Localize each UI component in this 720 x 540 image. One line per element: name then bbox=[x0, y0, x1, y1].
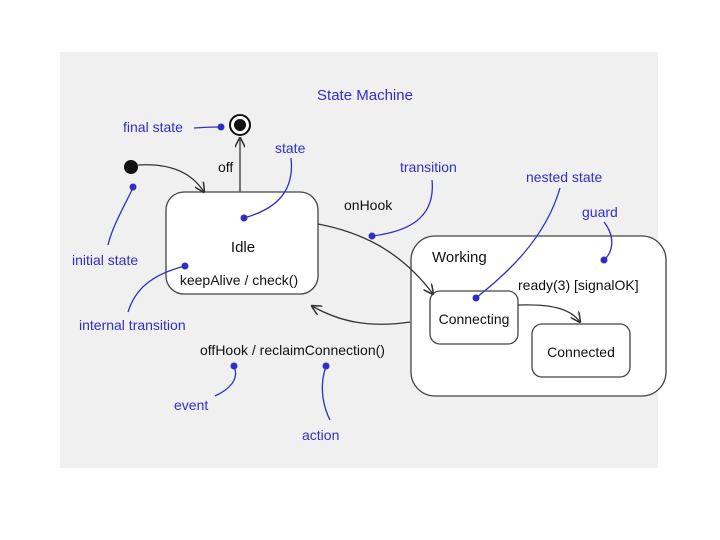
offhook-transition-label: offHook / reclaimConnection() bbox=[200, 342, 385, 358]
annotation-final-state: final state bbox=[123, 119, 183, 135]
annotation-dots bbox=[129, 123, 608, 370]
diagram-title: State Machine bbox=[317, 87, 413, 104]
ready-transition-label: ready(3) [signalOK] bbox=[518, 277, 639, 293]
connecting-state-box bbox=[429, 290, 519, 345]
connected-state-label: Connected bbox=[547, 344, 615, 360]
onhook-transition-arrow bbox=[317, 223, 433, 294]
idle-state-box bbox=[165, 191, 319, 295]
annotation-internal-transition: internal transition bbox=[79, 317, 186, 333]
onhook-transition-label: onHook bbox=[344, 197, 393, 213]
idle-state-label: Idle bbox=[231, 239, 255, 256]
annotation-state: state bbox=[275, 140, 306, 156]
annotation-guard: guard bbox=[582, 204, 618, 220]
annotation-initial-state: initial state bbox=[72, 252, 138, 268]
connecting-state-label: Connecting bbox=[439, 311, 510, 327]
offhook-transition-arrow bbox=[312, 306, 411, 325]
ready-transition-arrow bbox=[517, 304, 580, 322]
annotation-event: event bbox=[174, 397, 208, 413]
final-state-node bbox=[229, 114, 251, 136]
off-transition-label: off bbox=[218, 159, 233, 175]
idle-internal-transition: keepAlive / check() bbox=[180, 272, 298, 288]
annotation-action: action bbox=[302, 427, 339, 443]
annotation-transition: transition bbox=[400, 159, 457, 175]
initial-state-node bbox=[124, 160, 138, 174]
working-state-label: Working bbox=[432, 249, 487, 266]
annotation-nested-state: nested state bbox=[526, 169, 602, 185]
initial-transition-arrow bbox=[137, 164, 204, 192]
